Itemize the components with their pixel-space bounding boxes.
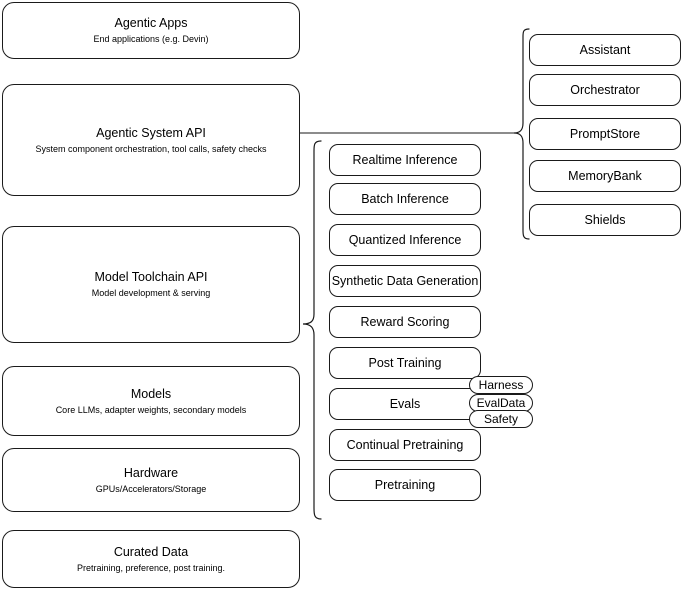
- toolchain-realtime-inference[interactable]: Realtime Inference: [329, 144, 481, 176]
- component-orchestrator[interactable]: Orchestrator: [529, 74, 681, 106]
- layer-subtitle: End applications (e.g. Devin): [93, 34, 209, 44]
- component-assistant[interactable]: Assistant: [529, 34, 681, 66]
- evals-sub-label: Safety: [483, 411, 519, 426]
- toolchain-reward-scoring[interactable]: Reward Scoring: [329, 306, 481, 338]
- brace-system-components: [513, 28, 531, 240]
- evals-sub-label: Harness: [478, 377, 524, 392]
- layer-model-toolchain-api[interactable]: Model Toolchain API Model development & …: [2, 226, 300, 343]
- component-label: PromptStore: [569, 127, 641, 141]
- toolchain-label: Batch Inference: [361, 192, 449, 206]
- layer-agentic-system-api[interactable]: Agentic System API System component orch…: [2, 84, 300, 196]
- toolchain-label: Pretraining: [374, 478, 436, 492]
- layer-title: Model Toolchain API: [94, 270, 208, 284]
- component-shields[interactable]: Shields: [529, 204, 681, 236]
- component-promptstore[interactable]: PromptStore: [529, 118, 681, 150]
- toolchain-label: Evals: [389, 397, 421, 411]
- component-memorybank[interactable]: MemoryBank: [529, 160, 681, 192]
- layer-title: Hardware: [123, 465, 179, 480]
- layer-agentic-apps[interactable]: Agentic Apps End applications (e.g. Devi…: [2, 2, 300, 59]
- component-label: MemoryBank: [568, 169, 642, 183]
- brace-toolchain-components: [302, 140, 322, 520]
- layer-subtitle: Model development & serving: [91, 288, 211, 298]
- layer-title: Models: [130, 386, 172, 401]
- toolchain-label: Continual Pretraining: [346, 438, 464, 452]
- toolchain-post-training[interactable]: Post Training: [329, 347, 481, 379]
- toolchain-synthetic-data-generation[interactable]: Synthetic Data Generation: [329, 265, 481, 297]
- layer-title: Agentic System API: [96, 125, 206, 140]
- connector-system-api-to-components: [300, 126, 520, 140]
- toolchain-label: Synthetic Data Generation: [331, 274, 479, 288]
- layer-title: Agentic Apps: [114, 16, 188, 30]
- evals-sub-label: EvalData: [476, 395, 526, 410]
- toolchain-label: Post Training: [368, 356, 442, 370]
- component-label: Orchestrator: [570, 83, 640, 97]
- toolchain-batch-inference[interactable]: Batch Inference: [329, 183, 481, 215]
- layer-models[interactable]: Models Core LLMs, adapter weights, secon…: [2, 366, 300, 436]
- layer-hardware[interactable]: Hardware GPUs/Accelerators/Storage: [2, 448, 300, 512]
- toolchain-quantized-inference[interactable]: Quantized Inference: [329, 224, 481, 256]
- toolchain-continual-pretraining[interactable]: Continual Pretraining: [329, 429, 481, 461]
- layer-subtitle: Pretraining, preference, post training.: [76, 562, 226, 573]
- layer-subtitle: Core LLMs, adapter weights, secondary mo…: [55, 404, 247, 415]
- toolchain-label: Realtime Inference: [352, 153, 458, 167]
- component-label: Assistant: [579, 43, 631, 57]
- layer-subtitle: GPUs/Accelerators/Storage: [95, 483, 207, 494]
- evals-sub-evaldata[interactable]: EvalData: [469, 394, 533, 412]
- evals-sub-harness[interactable]: Harness: [469, 376, 533, 394]
- layer-curated-data[interactable]: Curated Data Pretraining, preference, po…: [2, 530, 300, 588]
- toolchain-label: Reward Scoring: [360, 315, 450, 329]
- evals-sub-safety[interactable]: Safety: [469, 410, 533, 428]
- toolchain-pretraining[interactable]: Pretraining: [329, 469, 481, 501]
- layer-subtitle: System component orchestration, tool cal…: [35, 143, 267, 154]
- layer-title: Curated Data: [113, 544, 189, 559]
- component-label: Shields: [584, 213, 626, 227]
- toolchain-label: Quantized Inference: [348, 233, 462, 247]
- toolchain-evals[interactable]: Evals: [329, 388, 481, 420]
